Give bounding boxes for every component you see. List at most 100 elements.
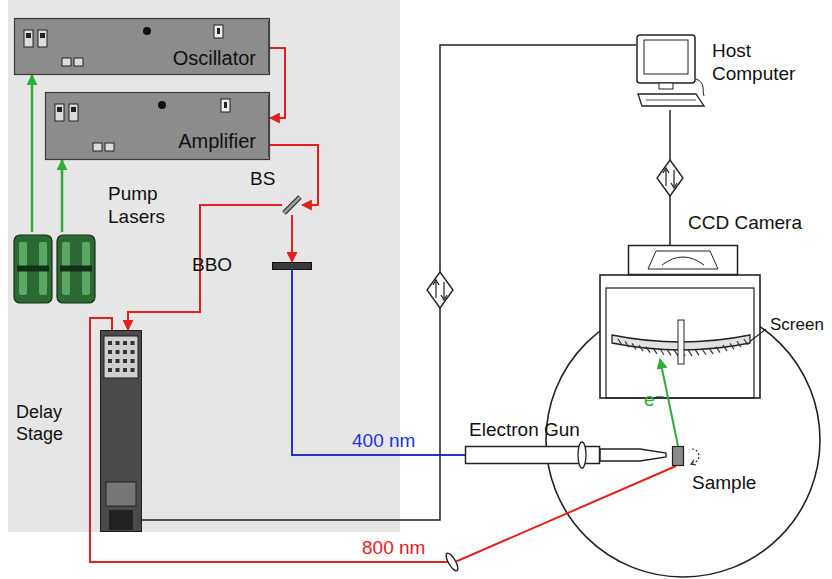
host-computer-shape-detail xyxy=(637,35,695,83)
sample: Sample xyxy=(672,446,684,466)
ccd-camera-shape xyxy=(628,245,738,275)
host-computer: Host Computer xyxy=(636,34,706,110)
laser-oscillator-shape-detail xyxy=(24,30,33,47)
bidirectional-symbol-detail xyxy=(657,160,683,196)
laser-amplifier-shape-detail xyxy=(268,95,270,157)
delay-stage-shape-detail xyxy=(116,341,120,345)
phosphor-screen-shape-detail xyxy=(618,339,622,345)
phosphor-screen-shape-detail xyxy=(723,345,727,351)
pump-lasers-shape-detail xyxy=(57,235,95,303)
beam-label: e⁻ xyxy=(644,389,665,412)
phosphor-screen-shape xyxy=(610,333,752,359)
laser-amplifier-shape-detail xyxy=(224,102,227,108)
bbo-crystal-label: BBO xyxy=(192,254,232,277)
beam-path xyxy=(291,215,293,262)
phosphor-screen-shape-detail xyxy=(730,343,734,349)
delay-stage-shape-detail xyxy=(123,341,127,345)
ccd-camera: CCD Camera xyxy=(628,245,738,275)
vacuum-chamber xyxy=(546,303,820,577)
delay-stage: Delay Stage xyxy=(100,330,142,532)
laser-oscillator-shape-detail xyxy=(26,33,31,38)
electron-gun-shape-detail xyxy=(578,442,586,468)
delay-stage-shape-detail xyxy=(116,359,120,363)
delay-stage-shape-detail xyxy=(108,341,112,345)
laser-oscillator-shape-detail xyxy=(74,58,83,66)
delay-stage-shape-detail xyxy=(108,350,112,354)
rotation-arrow-head xyxy=(691,460,696,465)
laser-amplifier-shape-detail xyxy=(46,93,270,160)
bidirectional-symbol-detail xyxy=(427,272,453,308)
delay-stage-shape xyxy=(100,330,142,532)
laser-amplifier-shape-detail xyxy=(55,104,64,121)
bidirectional-symbol xyxy=(427,272,453,308)
detector-housing xyxy=(600,275,760,398)
host-computer-shape-detail xyxy=(696,79,704,96)
sample-label: Sample xyxy=(692,472,756,495)
delay-stage-shape-detail xyxy=(123,350,127,354)
host-computer-shape-detail xyxy=(659,83,673,89)
laser-amplifier-shape-detail xyxy=(105,143,114,151)
phosphor-screen-shape-detail xyxy=(737,341,741,347)
laser-amplifier-shape-detail xyxy=(158,101,166,109)
beam-path xyxy=(31,75,34,232)
screen-leader-line xyxy=(748,329,766,343)
phosphor-screen-shape-detail xyxy=(688,350,692,356)
detector-housing-inner xyxy=(606,288,754,398)
pump-lasers: Pump Lasers xyxy=(12,232,97,305)
laser-oscillator-shape-detail xyxy=(15,19,270,75)
laser-oscillator-shape-detail xyxy=(217,28,220,34)
phosphor-screen-shape-detail xyxy=(667,349,671,355)
phosphor-screen-label: Screen xyxy=(770,315,824,335)
delay-stage-shape-detail xyxy=(108,368,112,372)
bbo-crystal-shape xyxy=(272,262,312,270)
beam-label: 800 nm xyxy=(362,537,425,560)
beam-path xyxy=(90,318,676,562)
ccd-camera-shape-detail xyxy=(662,257,704,265)
delay-stage-shape-detail xyxy=(101,331,142,532)
ccd-camera-shape-detail xyxy=(648,251,718,269)
beam-splitter: BS xyxy=(282,195,302,215)
phosphor-screen-shape-detail xyxy=(660,349,664,355)
pump-lasers-shape-detail xyxy=(14,235,52,303)
gun-nozzle xyxy=(600,449,666,461)
phosphor-screen: Screen xyxy=(610,333,752,359)
ccd-camera-label: CCD Camera xyxy=(688,212,802,235)
delay-stage-shape-detail xyxy=(123,368,127,372)
electron-gun-shape xyxy=(465,446,600,464)
delay-stage-shape-detail xyxy=(109,510,133,530)
phosphor-screen-shape-detail xyxy=(744,339,748,345)
phosphor-screen-shape-detail xyxy=(716,347,720,353)
laser-oscillator-shape-detail xyxy=(268,21,270,72)
laser-oscillator-label: Oscillator xyxy=(173,46,256,70)
beam-path xyxy=(61,160,64,232)
laser-amplifier: Amplifier xyxy=(45,92,270,160)
delay-stage-shape-detail xyxy=(131,359,135,363)
laser-table-panel xyxy=(8,0,400,532)
phosphor-screen-shape-detail xyxy=(695,349,699,355)
delay-stage-shape-detail xyxy=(131,368,135,372)
laser-oscillator-shape-detail xyxy=(62,58,71,66)
chamber-window xyxy=(444,552,460,573)
phosphor-screen-shape-detail xyxy=(702,349,706,355)
laser-amplifier-shape-detail xyxy=(221,99,230,112)
delay-stage-shape-detail xyxy=(116,350,120,354)
pump-lasers-shape-detail xyxy=(60,266,92,272)
delay-stage-shape-detail xyxy=(116,368,120,372)
delay-stage-shape-detail xyxy=(104,336,138,378)
delay-stage-shape-detail xyxy=(106,482,136,506)
laser-amplifier-shape-detail xyxy=(93,143,102,151)
bbo-crystal: BBO xyxy=(272,262,312,270)
phosphor-screen-shape-detail xyxy=(674,350,678,356)
laser-oscillator-shape-detail xyxy=(143,27,151,35)
laser-oscillator-shape-detail xyxy=(40,33,45,38)
pump-lasers-shape-detail xyxy=(17,266,49,272)
host-computer-shape-detail xyxy=(646,100,696,101)
electron-gun-label: Electron Gun xyxy=(469,419,580,442)
laser-amplifier-shape-detail xyxy=(57,107,62,112)
pump-lasers-shape xyxy=(12,232,97,305)
beam-label: 400 nm xyxy=(352,430,415,453)
sample-shape-detail xyxy=(673,447,684,466)
phosphor-screen-shape-detail xyxy=(653,348,657,354)
bidirectional-symbol-detail xyxy=(663,168,677,188)
